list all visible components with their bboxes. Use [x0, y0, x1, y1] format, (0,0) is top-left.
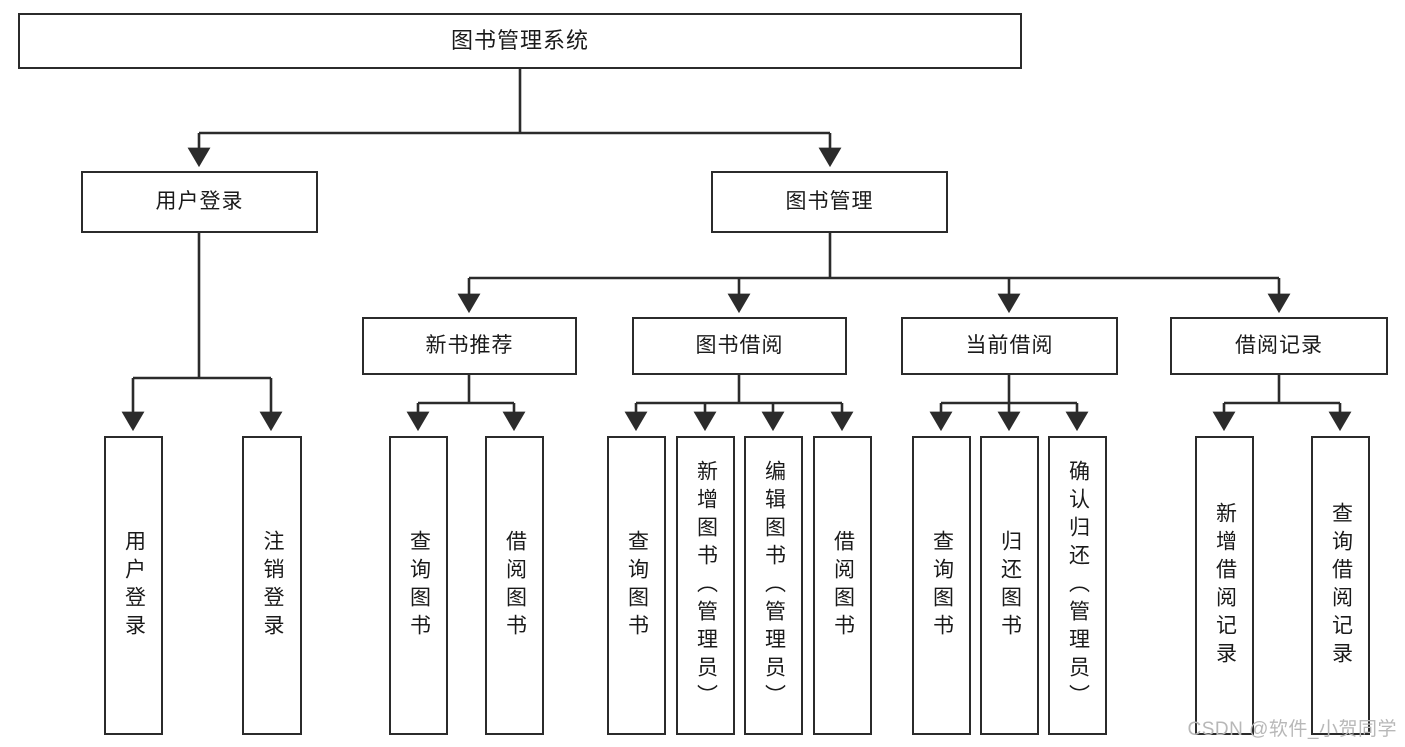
node-leaf-add-record[interactable]: 新增借阅记录 — [1195, 436, 1254, 735]
node-label: 用户登录 — [155, 190, 244, 214]
node-label: 图书管理系统 — [450, 27, 589, 53]
node-label: 图书借阅 — [695, 334, 784, 358]
node-label: 借阅记录 — [1235, 334, 1323, 358]
node-leaf-edit-book[interactable]: 编辑图书（管理员） — [744, 436, 803, 735]
node-label: 归还图书 — [998, 529, 1022, 642]
node-label: 确认归还（管理员） — [1066, 459, 1090, 712]
node-leaf-query-book-1[interactable]: 查询图书 — [389, 436, 448, 735]
node-label: 查询图书 — [625, 529, 649, 642]
node-leaf-query-record[interactable]: 查询借阅记录 — [1311, 436, 1370, 735]
node-book-manage[interactable]: 图书管理 — [711, 171, 948, 233]
node-label: 编辑图书（管理员） — [762, 459, 786, 712]
node-label: 查询借阅记录 — [1329, 501, 1353, 670]
node-current-borrow[interactable]: 当前借阅 — [901, 317, 1118, 375]
node-label: 注销登录 — [261, 529, 285, 642]
node-leaf-logout-login[interactable]: 注销登录 — [242, 436, 302, 735]
node-new-book-recommend[interactable]: 新书推荐 — [362, 317, 577, 375]
node-leaf-user-login[interactable]: 用户登录 — [104, 436, 163, 735]
node-leaf-return-book[interactable]: 归还图书 — [980, 436, 1039, 735]
node-leaf-borrow-book-2[interactable]: 借阅图书 — [813, 436, 872, 735]
node-label: 用户登录 — [122, 529, 146, 642]
node-label: 借阅图书 — [831, 529, 855, 642]
node-leaf-query-book-3[interactable]: 查询图书 — [912, 436, 971, 735]
node-label: 查询图书 — [407, 529, 431, 642]
node-label: 新增借阅记录 — [1213, 501, 1237, 670]
node-label: 新书推荐 — [425, 334, 514, 358]
node-leaf-confirm-return[interactable]: 确认归还（管理员） — [1048, 436, 1107, 735]
node-book-borrow[interactable]: 图书借阅 — [632, 317, 847, 375]
node-leaf-borrow-book-1[interactable]: 借阅图书 — [485, 436, 544, 735]
node-leaf-add-book[interactable]: 新增图书（管理员） — [676, 436, 735, 735]
node-label: 图书管理 — [785, 190, 874, 214]
node-user-login[interactable]: 用户登录 — [81, 171, 318, 233]
node-label: 查询图书 — [930, 529, 954, 642]
node-label: 借阅图书 — [503, 529, 527, 642]
node-label: 当前借阅 — [965, 334, 1054, 358]
node-borrow-record[interactable]: 借阅记录 — [1170, 317, 1388, 375]
node-root-book-management-system[interactable]: 图书管理系统 — [18, 13, 1022, 69]
node-leaf-query-book-2[interactable]: 查询图书 — [607, 436, 666, 735]
csdn-watermark: CSDN @软件_小贺同学 — [1187, 719, 1397, 740]
node-label: 新增图书（管理员） — [694, 459, 718, 712]
